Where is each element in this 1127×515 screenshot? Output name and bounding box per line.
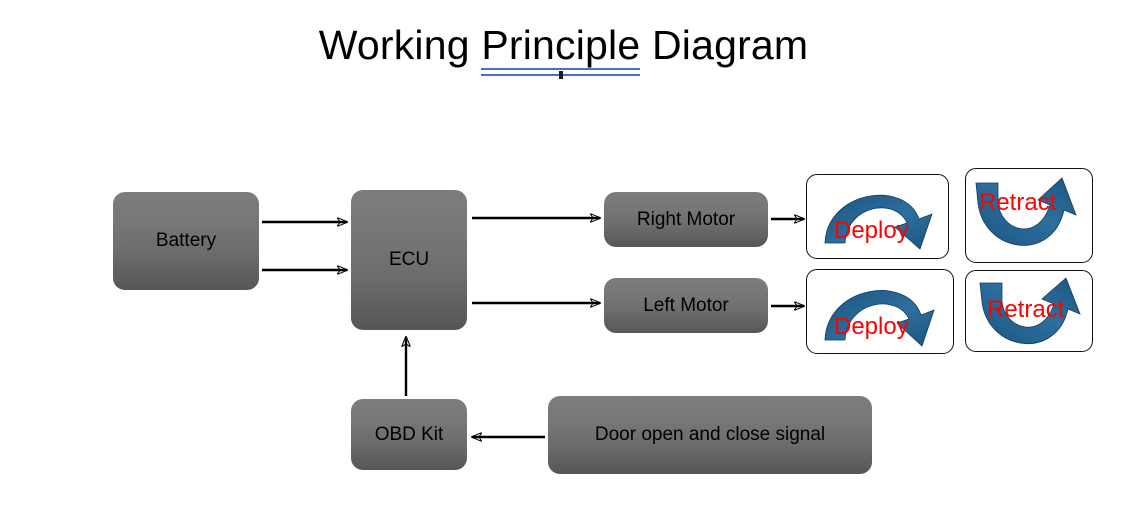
action-retract-right[interactable]: Retract xyxy=(965,168,1093,263)
node-battery-label: Battery xyxy=(155,230,217,252)
node-door-signal[interactable]: Door open and close signal xyxy=(548,396,872,474)
curved-arrow-up-right-icon xyxy=(979,277,1081,344)
spellcheck-underline-upper xyxy=(481,68,641,70)
node-battery[interactable]: Battery xyxy=(113,192,259,290)
action-retract-left[interactable]: Retract xyxy=(965,270,1093,352)
node-obd-kit[interactable]: OBD Kit xyxy=(351,399,467,470)
node-right-motor-label: Right Motor xyxy=(636,208,736,230)
node-obd-kit-label: OBD Kit xyxy=(374,423,444,445)
action-deploy-left-label: Deploy xyxy=(834,313,909,340)
action-deploy-right-label: Deploy xyxy=(834,217,909,244)
text-caret xyxy=(559,71,564,79)
action-retract-right-label: Retract xyxy=(979,189,1057,216)
page-title: Working Principle Diagram xyxy=(0,22,1127,79)
curved-arrow-down-right-icon xyxy=(824,290,935,347)
node-ecu-label: ECU xyxy=(388,249,430,271)
curved-arrow-up-right-icon xyxy=(975,177,1077,246)
action-deploy-left[interactable]: Deploy xyxy=(806,269,954,354)
title-misspelled-text: Principle xyxy=(481,22,641,68)
action-retract-left-label: Retract xyxy=(987,296,1065,323)
node-right-motor[interactable]: Right Motor xyxy=(604,192,768,247)
node-door-signal-label: Door open and close signal xyxy=(594,424,826,446)
node-left-motor[interactable]: Left Motor xyxy=(604,278,768,333)
title-misspelled-word: Principle xyxy=(481,22,641,79)
node-left-motor-label: Left Motor xyxy=(643,294,729,316)
title-prefix: Working xyxy=(318,22,482,68)
title-suffix: Diagram xyxy=(640,22,809,68)
curved-arrow-down-right-icon xyxy=(824,194,933,250)
node-ecu[interactable]: ECU xyxy=(351,190,467,330)
action-deploy-right[interactable]: Deploy xyxy=(806,174,949,259)
